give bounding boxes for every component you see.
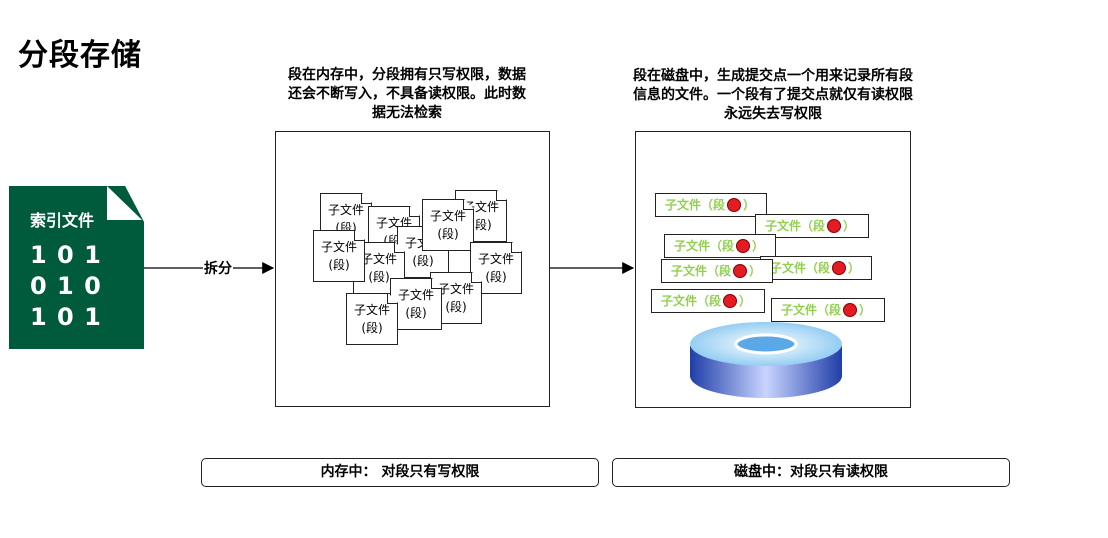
sub-file-label: 子文件 bbox=[353, 303, 390, 317]
index-file-label: 索引文件 bbox=[30, 211, 95, 230]
segment-file: 子文件（段 ） bbox=[655, 193, 767, 217]
read-only-dot-icon bbox=[843, 303, 858, 317]
segment-label: 子文件（段 bbox=[665, 198, 726, 212]
page-title: 分段存储 bbox=[18, 38, 142, 73]
segment-close: ） bbox=[859, 303, 872, 317]
disk-description: 段在磁盘中，生成提交点一个用来记录所有段信息的文件。一个段有了提交点就仅有读权限… bbox=[633, 68, 913, 122]
segment-close: ） bbox=[743, 198, 756, 212]
segment-close: ） bbox=[843, 219, 856, 233]
sub-file-segment: (段) bbox=[328, 258, 350, 272]
segment-label: 子文件（段 bbox=[661, 294, 722, 308]
read-only-dot-icon bbox=[733, 264, 748, 278]
sub-file-segment: (段) bbox=[437, 227, 459, 241]
memory-description: 段在内存中，分段拥有只写权限，数据还会不断写入，不具备读权限。此时数据无法检索 bbox=[288, 67, 526, 121]
sub-file-label: 子文件 bbox=[477, 252, 514, 266]
read-only-dot-icon bbox=[827, 219, 842, 233]
segment-label: 子文件（段 bbox=[770, 261, 831, 275]
sub-file-segment: (段) bbox=[412, 254, 434, 268]
read-only-dot-icon bbox=[832, 261, 847, 275]
sub-file-doc: 子文件 (段) bbox=[346, 293, 398, 345]
disk-footer: 磁盘中：对段只有读权限 bbox=[612, 458, 1010, 487]
index-file-bits: 1 0 1 0 1 0 1 0 1 bbox=[30, 240, 102, 333]
bits-row: 1 0 1 bbox=[30, 303, 102, 331]
segment-close: ） bbox=[848, 261, 861, 275]
file-fold-icon bbox=[107, 186, 142, 220]
memory-footer: 内存中： 对段只有写权限 bbox=[201, 458, 599, 487]
sub-file-segment: (段) bbox=[470, 218, 492, 232]
sub-file-label: 子文件 bbox=[360, 252, 397, 266]
segment-close: ） bbox=[739, 294, 752, 308]
segment-file: 子文件（段 ） bbox=[771, 298, 885, 322]
sub-file-doc: 子文件 (段) bbox=[422, 199, 474, 251]
sub-file-segment: (段) bbox=[368, 270, 390, 284]
sub-file-label: 子文件 bbox=[429, 209, 466, 223]
segment-file: 子文件（段 ） bbox=[664, 234, 776, 258]
segment-label: 子文件（段 bbox=[671, 264, 732, 278]
segment-label: 子文件（段 bbox=[765, 219, 826, 233]
read-only-dot-icon bbox=[727, 198, 742, 212]
sub-file-label: 子文件 bbox=[397, 288, 434, 302]
segment-label: 子文件（段 bbox=[674, 239, 735, 253]
sub-file-segment: (段) bbox=[405, 306, 427, 320]
segment-close: ） bbox=[752, 239, 765, 253]
sub-file-doc: 子文件 (段) bbox=[390, 278, 442, 330]
sub-file-label: 子文件 bbox=[320, 240, 357, 254]
sub-file-segment: (段) bbox=[485, 270, 507, 284]
segment-label: 子文件（段 bbox=[781, 303, 842, 317]
disk-icon bbox=[690, 322, 842, 398]
split-label: 拆分 bbox=[203, 258, 233, 278]
sub-file-label: 子文件 bbox=[327, 203, 364, 217]
sub-file-doc: 子文件 (段) bbox=[313, 230, 365, 282]
read-only-dot-icon bbox=[723, 294, 738, 308]
segment-close: ） bbox=[749, 264, 762, 278]
bits-row: 1 0 1 bbox=[30, 241, 102, 269]
segment-file: 子文件（段 ） bbox=[760, 256, 872, 280]
segment-file: 子文件（段 ） bbox=[651, 289, 765, 313]
read-only-dot-icon bbox=[736, 239, 751, 253]
segment-file: 子文件（段 ） bbox=[661, 259, 773, 283]
sub-file-label: 子文件 bbox=[437, 282, 474, 296]
sub-file-segment: (段) bbox=[445, 300, 467, 314]
bits-row: 0 1 0 bbox=[30, 272, 102, 300]
sub-file-segment: (段) bbox=[361, 321, 383, 335]
